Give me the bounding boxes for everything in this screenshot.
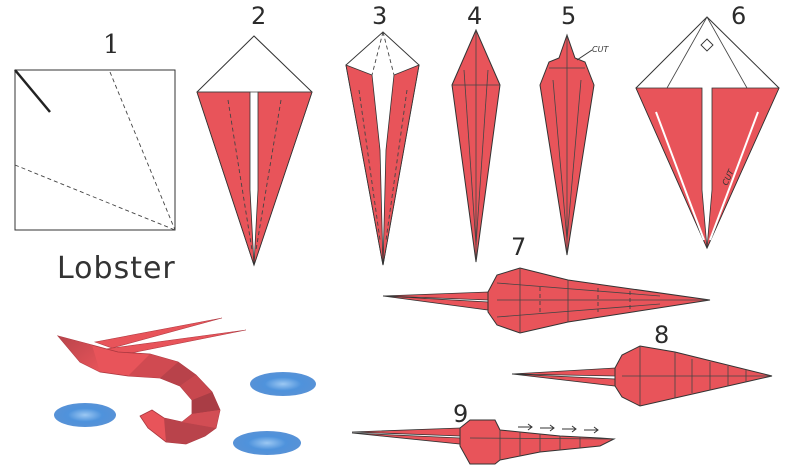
arrow-right-icon (584, 426, 599, 434)
lobster-tail-fan (164, 418, 216, 444)
step-6: 6 CUT (635, 2, 780, 250)
step-2-fold-line-left (227, 99, 253, 251)
step-9: 9 (351, 400, 616, 465)
step-9-number: 9 (453, 400, 468, 428)
step-6-crease-a (666, 16, 708, 89)
step-5-number: 5 (561, 2, 576, 30)
lobster-tail-segment-1 (160, 362, 196, 386)
step-2-number: 2 (251, 2, 266, 30)
step-9-arrows (518, 423, 599, 434)
water-puddle-left (54, 403, 116, 427)
finished-lobster-illustration (54, 317, 316, 455)
step-2: 2 (196, 2, 313, 267)
step-9-body (459, 419, 616, 465)
lobster-head-shade (58, 336, 100, 372)
step-3-right-flap (382, 64, 420, 266)
step-6-left-flap (635, 87, 708, 249)
step-2-right-flap (253, 91, 313, 266)
step-3-fold-line-b (382, 31, 395, 76)
step-3-fold-line-c (358, 89, 381, 241)
step-7-lower-crease (496, 303, 661, 318)
lobster-tail-segment-2 (180, 375, 212, 400)
step-5-crease-left (552, 79, 568, 241)
step-6-diamond-mark (700, 38, 714, 52)
step-3-paper-outline (345, 31, 420, 266)
arrow-right-icon (562, 425, 577, 433)
step-1-diagonal-mark (14, 69, 51, 113)
step-4-crease-right (475, 69, 489, 246)
step-5-cut-label: CUT (592, 45, 609, 54)
step-7-body (487, 267, 711, 334)
step-1-fold-line-right (109, 71, 176, 231)
step-5-cut-pointer (576, 49, 593, 61)
step-4-number: 4 (467, 2, 482, 30)
step-6-cut-line-right (709, 111, 759, 241)
step-7-upper-crease (496, 282, 661, 297)
step-6-right-flap (706, 87, 780, 249)
step-1-paper-square (14, 69, 176, 231)
step-6-cut-line-left (655, 111, 705, 241)
step-1: 1 (14, 30, 176, 231)
lobster-antenna-upper (93, 317, 223, 349)
water-puddle-bottom (233, 431, 301, 455)
step-4-crease-left (463, 69, 477, 246)
lobster-shell-shade (128, 354, 178, 378)
step-5-crease-right (566, 79, 582, 241)
step-1-fold-line-left (14, 164, 176, 231)
step-7-number: 7 (511, 233, 526, 261)
diagram-title: Lobster (57, 251, 176, 286)
step-3-number: 3 (372, 2, 387, 30)
arrow-right-icon (540, 424, 555, 432)
arrow-right-icon (518, 423, 533, 431)
lobster-tail-segment-3 (192, 392, 220, 414)
step-3-fold-line-d (385, 89, 408, 241)
step-3: 3 (345, 2, 420, 266)
water-puddle-right (250, 372, 316, 396)
step-4: 4 (451, 2, 501, 263)
step-3-left-flap (345, 64, 384, 266)
step-2-left-flap (196, 91, 255, 266)
step-2-fold-line-right (255, 99, 282, 251)
step-9-center-crease (469, 437, 615, 440)
step-6-crease-b (706, 16, 748, 89)
lobster-tail-segment-4 (182, 410, 220, 428)
step-1-number: 1 (103, 30, 120, 60)
step-2-paper-outline (196, 35, 313, 267)
step-5: 5 CUT (539, 2, 609, 256)
step-7: 7 (382, 233, 711, 334)
step-3-fold-line-a (371, 31, 384, 76)
step-8: 8 (511, 321, 773, 407)
step-8-number: 8 (654, 321, 669, 349)
step-6-number: 6 (731, 2, 746, 30)
